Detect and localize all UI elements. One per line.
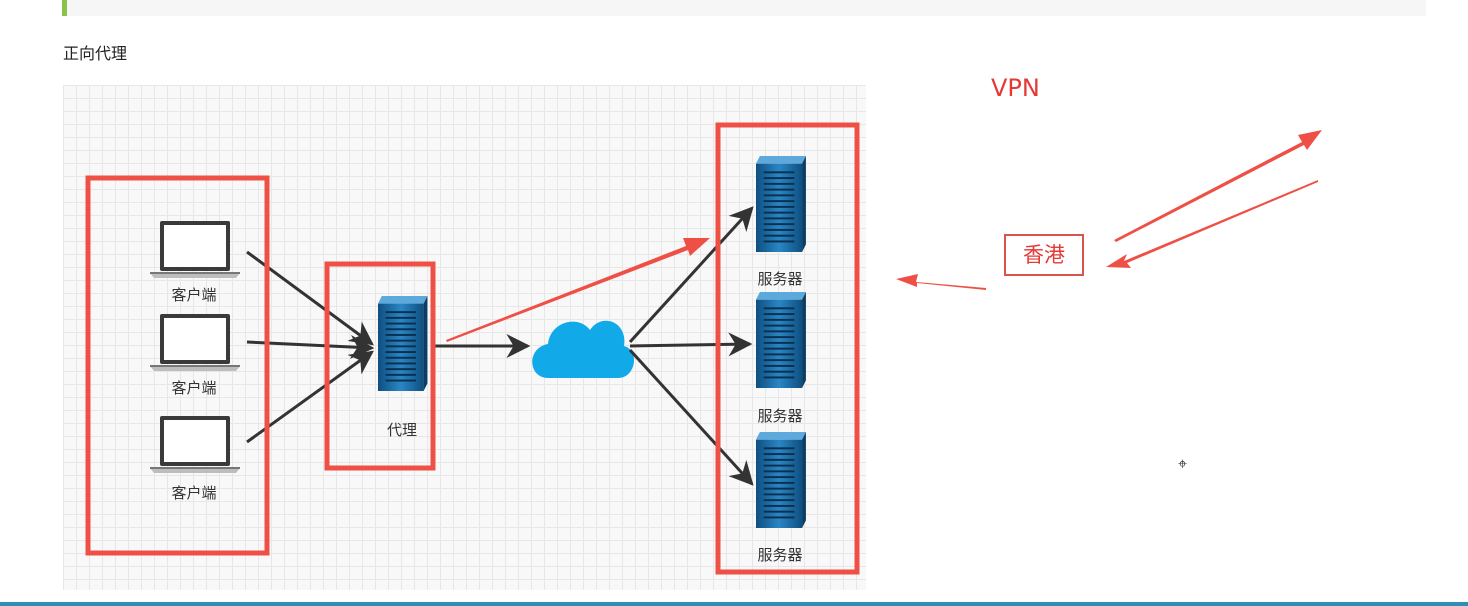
bottom-status-bar [0, 602, 1468, 606]
server-icon [756, 432, 806, 528]
proxy-label: 代理 [386, 421, 418, 439]
server-icon [378, 296, 428, 391]
crosshair-cursor-icon: ⌖ [1178, 454, 1188, 473]
highlight-boxes [85, 122, 860, 575]
server-label-3: 服务器 [757, 546, 803, 564]
server-icon [756, 292, 806, 388]
server-label-1: 服务器 [757, 270, 803, 288]
hongkong-annotation: 香港 [1004, 234, 1084, 276]
laptop-icon [150, 416, 240, 473]
laptop-icon [150, 221, 240, 278]
annotation-arrows [446, 130, 1322, 342]
cloud-icon [532, 320, 635, 378]
proxy-highlight-box [324, 261, 436, 471]
server-icon [756, 156, 806, 252]
client-label-2: 客户端 [171, 379, 217, 397]
servers-highlight-box [715, 122, 860, 575]
clients-highlight-box [85, 175, 270, 556]
section-heading: 正向代理 [63, 44, 128, 63]
client-label-3: 客户端 [171, 484, 217, 502]
blockquote-bar [62, 0, 1426, 16]
server-label-2: 服务器 [757, 407, 803, 425]
vpn-annotation: VPN [991, 74, 1040, 102]
client-label-1: 客户端 [171, 286, 217, 304]
laptop-icon [150, 314, 240, 371]
connection-arrows [246, 206, 754, 486]
